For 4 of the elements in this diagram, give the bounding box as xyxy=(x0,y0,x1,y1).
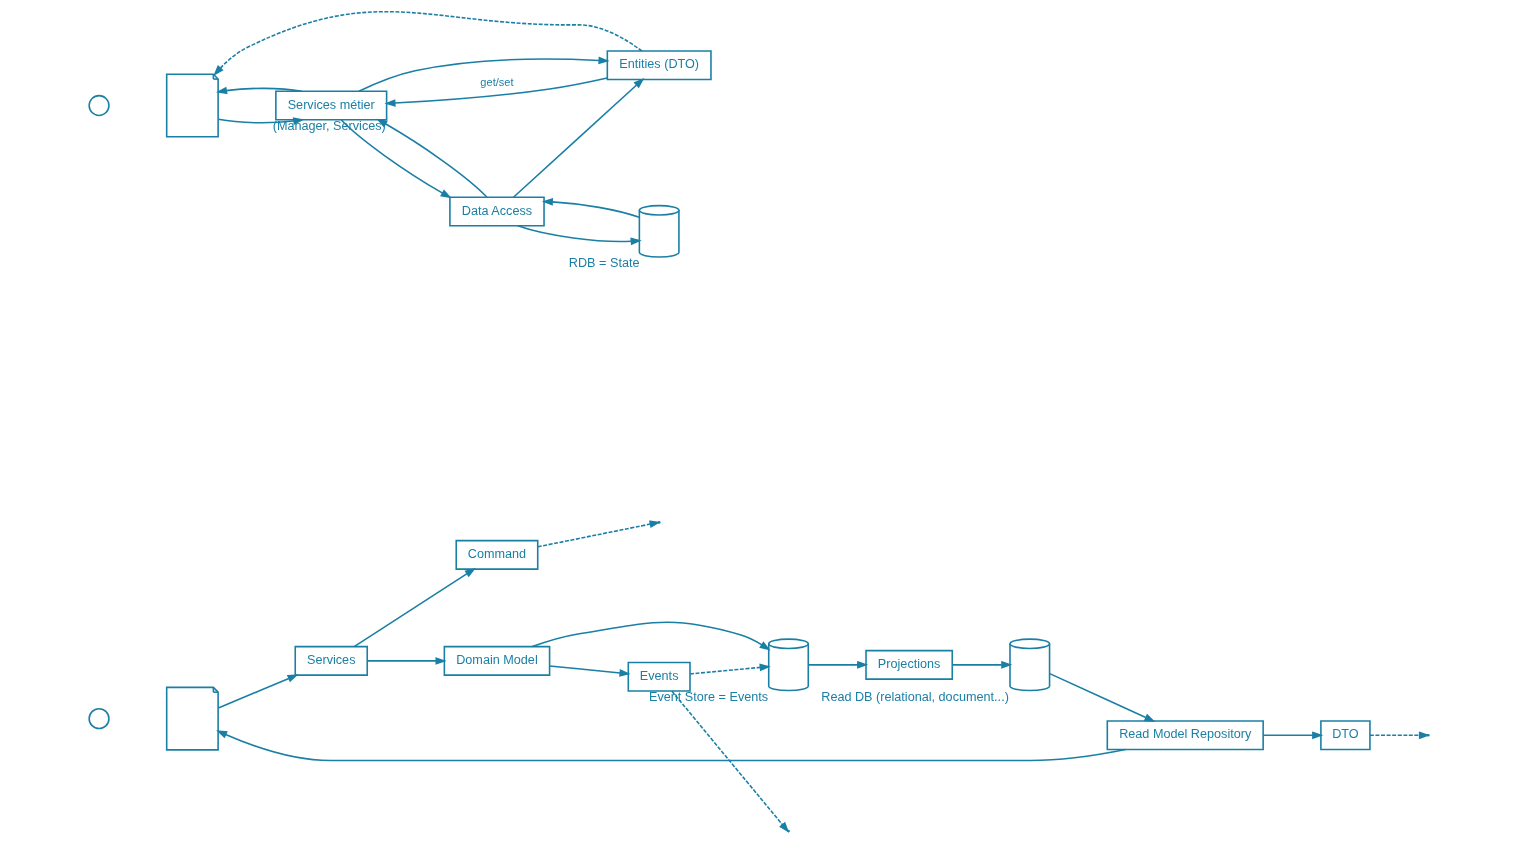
node-label: Read DB (relational, document...) xyxy=(820,689,1009,704)
edge-label: get/set xyxy=(479,75,514,88)
node-label: Event Store = Events xyxy=(648,689,768,704)
node-label: RDB = State xyxy=(568,256,639,271)
